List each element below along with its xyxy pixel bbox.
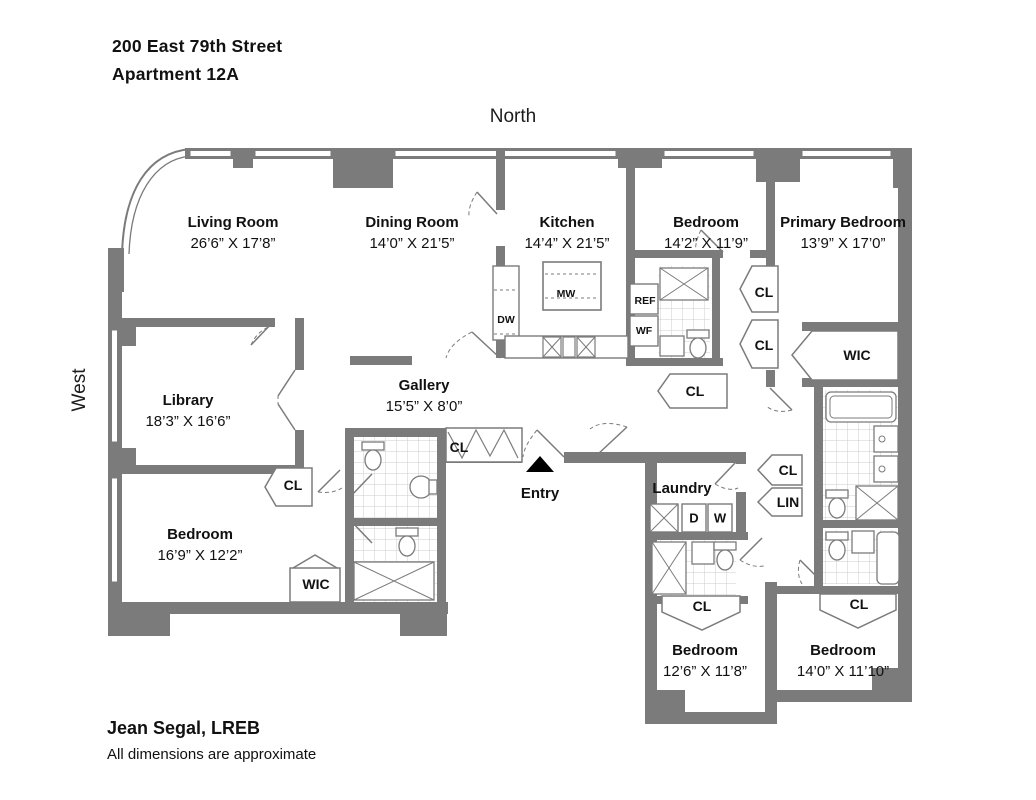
room-label-dining-room: Dining Room 14’0” X 21’5”	[365, 214, 459, 252]
compass-west-label: West	[69, 368, 90, 412]
footer-disclaimer: All dimensions are approximate	[107, 746, 317, 763]
appliance-label-microwave: MW	[556, 288, 576, 300]
room-label-kitchen: Kitchen 14’4” X 21’5”	[524, 214, 610, 252]
footer-agent-name: Jean Segal, LREB	[107, 718, 261, 738]
appliance-label-refrigerator: REF	[634, 295, 656, 307]
room-label-laundry: Laundry	[652, 480, 712, 497]
closet-label-cl-bedroom-sr: CL	[849, 596, 869, 612]
windows	[111, 150, 892, 583]
appliance-label-dishwasher: DW	[497, 314, 515, 326]
room-label-library: Library 18’3” X 16’6”	[145, 392, 231, 430]
room-label-living-room: Living Room 26’6” X 17’8”	[187, 214, 279, 252]
appliance-label-dryer: D	[689, 510, 699, 526]
entry-label: Entry	[520, 485, 560, 502]
closet-label-wic-bedroom: WIC	[302, 576, 330, 592]
appliance-label-washer: W	[713, 510, 727, 526]
interior-walls	[108, 148, 912, 614]
bath-fixtures	[353, 267, 900, 601]
closet-label-cl-hall-lower: CL	[754, 337, 774, 353]
room-label-bedroom-south-left: Bedroom 12’6” X 11’8”	[663, 642, 747, 680]
closet-label-cl-hall-east: CL	[778, 462, 798, 478]
closet-boxes	[264, 265, 899, 631]
entry-arrow-icon	[526, 456, 554, 472]
closet-label-cl-library: CL	[283, 477, 303, 493]
room-label-bedroom-south-right: Bedroom 14’0” X 11’10”	[796, 642, 890, 680]
appliance-label-wine-fridge: WF	[635, 325, 653, 337]
room-label-bedroom-west: Bedroom 16’9” X 12’2”	[157, 526, 243, 564]
closet-label-cl-bedroom-hall: CL	[685, 383, 705, 399]
closet-label-cl-gallery: CL	[449, 439, 469, 455]
curved-corner-window	[121, 148, 191, 255]
room-label-primary-bedroom: Primary Bedroom 13’9” X 17’0”	[780, 214, 906, 252]
closet-label-cl-bedroom-sl: CL	[692, 598, 712, 614]
doors	[250, 191, 823, 585]
plan-title-address: 200 East 79th Street	[112, 36, 283, 56]
room-label-bedroom-top: Bedroom 14’2” X 11’9”	[664, 214, 748, 252]
plan-title-apartment: Apartment 12A	[112, 64, 240, 84]
closet-label-cl-hall-upper: CL	[754, 284, 774, 300]
room-label-gallery: Gallery 15’5” X 8’0”	[385, 377, 463, 415]
compass-north-label: North	[489, 106, 537, 127]
closet-label-wic-primary: WIC	[843, 347, 871, 363]
closet-label-lin: LIN	[776, 494, 800, 510]
kitchen-fixtures	[492, 261, 659, 359]
laundry-fixtures	[649, 503, 733, 533]
